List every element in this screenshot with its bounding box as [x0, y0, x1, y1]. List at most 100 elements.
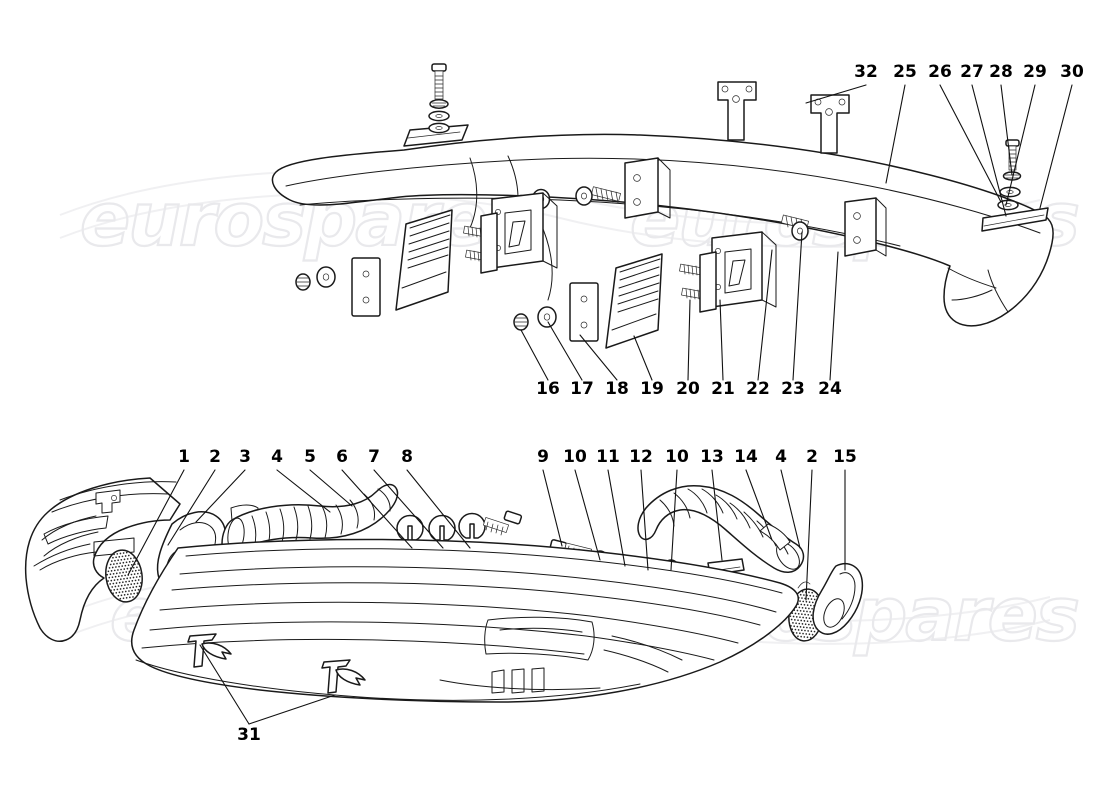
callout-32-0: 32 [854, 62, 878, 82]
callout-6-5: 6 [336, 447, 348, 467]
t-shaped-mounting-bracket [717, 81, 757, 141]
leader-line [248, 694, 336, 725]
callout-22-6: 22 [746, 379, 770, 399]
stud-bolt-20 [679, 263, 703, 276]
leader-line [780, 469, 801, 549]
retaining-clip-arrow-a [187, 633, 232, 668]
leader-line [199, 644, 250, 725]
lock-nut-left-small [295, 273, 311, 291]
leader-line [607, 469, 626, 567]
callout-14-6: 14 [734, 447, 758, 467]
leader-line [276, 469, 331, 513]
callout-24-8: 24 [818, 379, 842, 399]
leader-line [633, 335, 653, 381]
callout-25-1: 25 [893, 62, 917, 82]
callout-26-2: 26 [928, 62, 952, 82]
finned-vent-grille-left [395, 209, 453, 311]
callout-12-3: 12 [629, 447, 653, 467]
lock-nut [429, 99, 449, 109]
leader-line [579, 334, 618, 381]
leader-line [687, 299, 691, 381]
callout-2-1: 2 [209, 447, 221, 467]
hex-bolt-8 [483, 510, 523, 536]
leader-line [1039, 84, 1073, 209]
leader-line [711, 469, 723, 561]
hex-bolt [431, 63, 447, 100]
leader-line [547, 321, 583, 381]
vent-bracket-21 [699, 251, 717, 313]
leader-line [745, 469, 773, 541]
callout-1-0: 1 [178, 447, 190, 467]
callout-27-3: 27 [960, 62, 984, 82]
mesh-pattern [106, 551, 142, 600]
leader-line [373, 469, 444, 549]
callout-28-4: 28 [989, 62, 1013, 82]
flat-washer-17 [537, 306, 557, 328]
leader-line [406, 469, 471, 549]
leader-line [195, 469, 246, 523]
flexible-ribbed-hose-right [637, 484, 805, 573]
leader-line [939, 84, 1002, 203]
leader-line [520, 329, 549, 381]
stud-bolt-assembly-mid [575, 186, 621, 206]
vent-bracket [624, 157, 671, 219]
callout-19-3: 19 [640, 379, 664, 399]
callout-17-1: 17 [570, 379, 594, 399]
callout-10-4: 10 [665, 447, 689, 467]
leader-line [792, 231, 803, 381]
leader-line [542, 469, 563, 547]
leader-line [805, 84, 867, 104]
leader-line [309, 469, 353, 507]
callout-30-6: 30 [1060, 62, 1084, 82]
stud-bolt-assembly-right [781, 214, 809, 241]
callout-16-0: 16 [536, 379, 560, 399]
leader-line [971, 84, 1007, 217]
flat-washer-left-small [316, 266, 336, 288]
rectangular-mount-plate [569, 282, 599, 342]
callout-8-7: 8 [401, 447, 413, 467]
leader-line [341, 469, 413, 549]
rectangular-mount-plate-left [351, 257, 381, 317]
leader-line [167, 469, 216, 546]
callout-5-4: 5 [304, 447, 316, 467]
leader-line [670, 469, 678, 571]
vent-bracket-left-small [480, 212, 498, 274]
callout-13-5: 13 [700, 447, 724, 467]
leader-line [640, 469, 649, 571]
callout-31-0: 31 [237, 725, 261, 745]
callout-10-1: 10 [563, 447, 587, 467]
callout-18-2: 18 [605, 379, 629, 399]
callout-4-7: 4 [775, 447, 787, 467]
c-clip-washer-c [458, 512, 486, 539]
front-bumper-main-body [130, 538, 800, 703]
callout-7-6: 7 [368, 447, 380, 467]
finned-vent-grille [605, 253, 663, 349]
callout-4-3: 4 [271, 447, 283, 467]
air-intake-elbow-duct-right [812, 562, 864, 635]
leader-line [829, 251, 839, 381]
leader-line [1005, 84, 1036, 206]
callout-21-5: 21 [711, 379, 735, 399]
leader-line [127, 469, 185, 576]
leader-line [719, 299, 724, 381]
support-bracket [844, 197, 887, 257]
trim-strip [981, 207, 1049, 232]
callout-9-0: 9 [537, 447, 549, 467]
retaining-clip-arrow-b [321, 659, 366, 694]
callout-group-lower-bottom: 31 [199, 644, 336, 745]
bolt-stack-upper-left [428, 63, 450, 134]
callout-2-8: 2 [806, 447, 818, 467]
leader-line [757, 249, 773, 381]
leader-line [574, 469, 601, 561]
callout-20-4: 20 [676, 379, 700, 399]
leader-line [805, 469, 813, 601]
leader-line [1000, 84, 1013, 176]
leader-line [885, 84, 906, 184]
